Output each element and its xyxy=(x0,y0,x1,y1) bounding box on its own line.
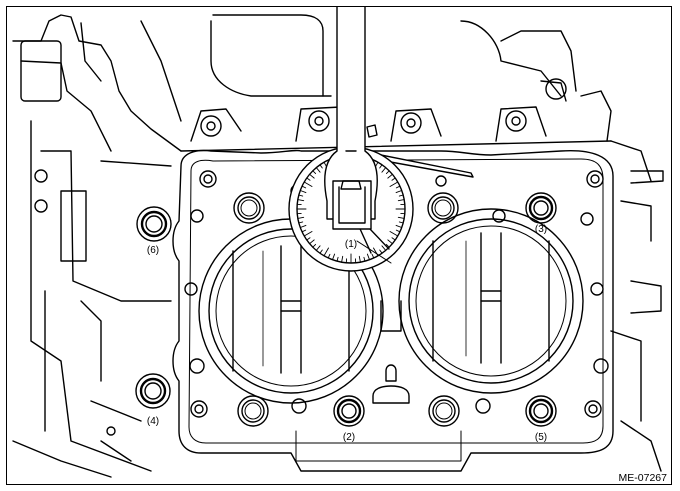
label-bolt-5: (5) xyxy=(535,432,547,443)
gauge-tick xyxy=(395,190,403,194)
background-housing xyxy=(12,14,664,478)
gauge-tick xyxy=(297,216,305,219)
gauge-tick xyxy=(297,199,305,202)
gauge-tick xyxy=(315,167,321,173)
leader-lines xyxy=(356,240,392,264)
gauge-tick xyxy=(306,177,311,181)
gauge-tick xyxy=(398,194,404,197)
gauge-tick xyxy=(391,177,396,181)
gauge-tick xyxy=(298,194,304,197)
gauge-tick xyxy=(387,173,393,179)
gauge-tick xyxy=(327,253,331,259)
label-bolt-3: (3) xyxy=(535,224,547,235)
upper-mounting-ears xyxy=(180,106,612,152)
gauge-tick xyxy=(301,185,307,189)
gauge-tick xyxy=(371,253,375,259)
head-bolt-2 xyxy=(333,395,365,427)
gauge-tick xyxy=(315,245,321,251)
gauge-tick xyxy=(299,224,307,228)
head-bolt-5 xyxy=(525,395,557,427)
label-bolt-4: (4) xyxy=(147,416,159,427)
figure-code: ME-07267 xyxy=(619,472,668,484)
gauge-tick xyxy=(387,239,393,245)
gauge-tick xyxy=(319,164,323,169)
angle-gauge xyxy=(288,146,474,272)
head-bolt-lower-right xyxy=(428,395,460,427)
gauge-tick xyxy=(391,237,396,241)
cylinder-bore-left xyxy=(198,218,384,404)
socket-wrench xyxy=(324,7,378,230)
head-bolt-4 xyxy=(135,373,171,409)
gauge-tick xyxy=(309,173,315,179)
engine-block-illustration: (1) (6) (3) (4) (2) (5) ME-07267 xyxy=(12,7,668,484)
label-gauge-1: (1) xyxy=(345,239,357,250)
label-bolt-6: (6) xyxy=(147,245,159,256)
illustration-frame: (1) (6) (3) (4) (2) (5) ME-07267 xyxy=(6,6,672,485)
gauge-tick xyxy=(309,239,315,245)
gauge-tick xyxy=(358,255,361,263)
cylinder-bore-right xyxy=(398,208,584,394)
gauge-tick xyxy=(366,253,370,261)
head-bolt-upper-left xyxy=(233,192,265,224)
gauge-tick xyxy=(395,229,401,233)
gauge-tick xyxy=(389,181,399,187)
gauge-tick xyxy=(312,243,317,248)
gauge-tick xyxy=(298,221,304,224)
gauge-tick xyxy=(306,237,311,241)
gauge-tick xyxy=(303,181,313,187)
gauge-tick xyxy=(303,231,313,237)
gauge-tick xyxy=(312,170,317,175)
gauge-tick xyxy=(379,249,383,254)
gauge-tick xyxy=(389,231,399,237)
gauge-tick xyxy=(341,255,344,263)
head-bolt-lower-left xyxy=(237,395,269,427)
gauge-tick xyxy=(319,249,323,254)
gauge-tick xyxy=(385,170,390,175)
gauge-tick xyxy=(397,216,405,219)
gauge-tick xyxy=(336,256,339,262)
gauge-tick xyxy=(381,167,387,173)
gauge-tick xyxy=(381,245,387,251)
head-bolt-upper-right xyxy=(427,192,459,224)
head-bolt-3 xyxy=(525,192,557,224)
gauge-tick xyxy=(301,229,307,233)
gauge-tick xyxy=(363,256,366,262)
gauge-tick xyxy=(323,247,329,257)
gauge-tick xyxy=(379,164,383,169)
gauge-tick xyxy=(397,199,405,202)
gauge-tick xyxy=(395,185,401,189)
gauge-tick xyxy=(299,190,307,194)
deck-outline xyxy=(172,149,614,472)
gauge-tick xyxy=(395,224,403,228)
head-bolt-6 xyxy=(136,206,172,242)
label-bolt-2: (2) xyxy=(343,432,355,443)
gauge-tick xyxy=(398,221,404,224)
gauge-tick xyxy=(332,253,336,261)
gauge-tick xyxy=(385,243,390,248)
